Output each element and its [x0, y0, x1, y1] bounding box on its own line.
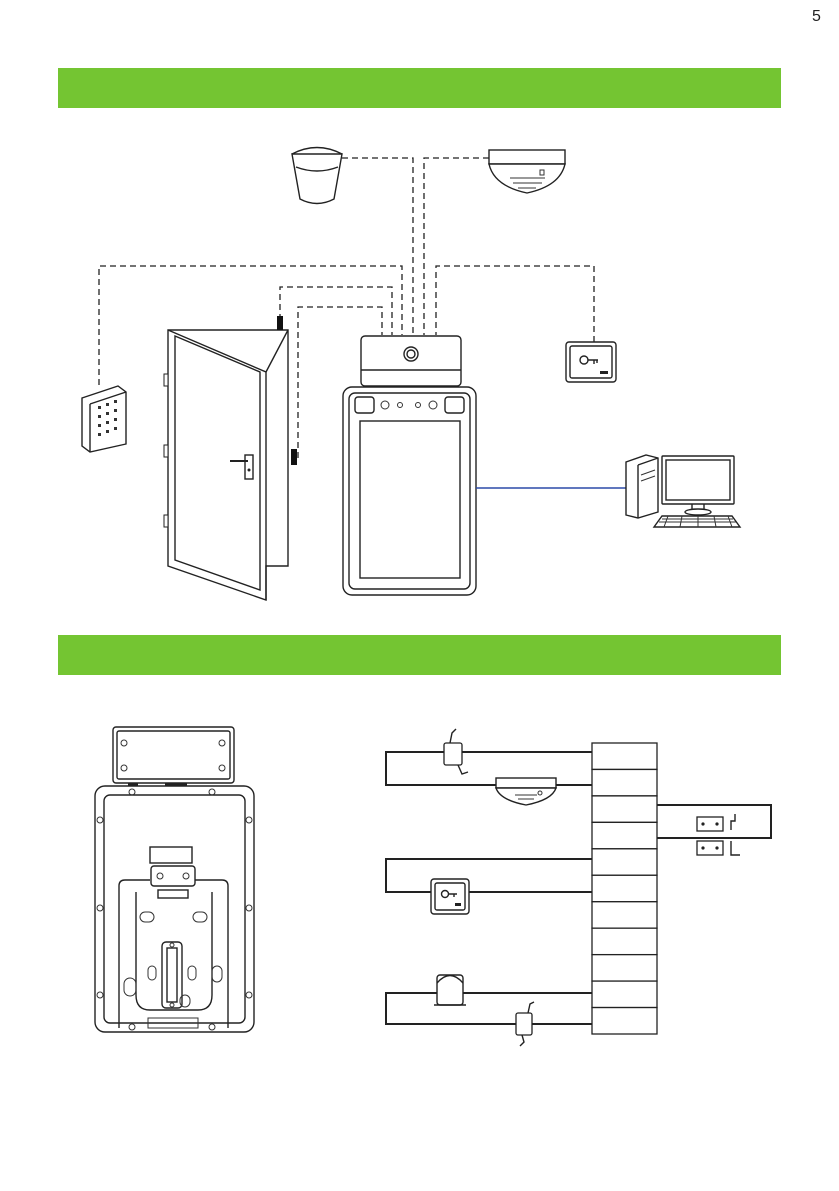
terminal-rear-view: [95, 727, 254, 1032]
terminal-slot: [592, 981, 657, 1007]
terminal-slot: [592, 796, 657, 822]
smoke-detector-icon: [496, 778, 556, 805]
alarm-siren-icon: [434, 975, 466, 1005]
terminal-slot: [592, 902, 657, 928]
terminal-slot: [592, 955, 657, 981]
terminal-slot: [592, 822, 657, 848]
exit-button-icon: [431, 879, 469, 914]
terminal-slot: [592, 769, 657, 795]
door-lock-icon: [697, 814, 740, 855]
terminal-slot: [592, 743, 657, 769]
power-adapter-icon: [516, 1002, 534, 1046]
terminal-block: [592, 743, 657, 1034]
terminal-slot: [592, 875, 657, 901]
terminal-slot: [592, 1008, 657, 1034]
terminal-slot: [592, 928, 657, 954]
terminal-slot: [592, 849, 657, 875]
